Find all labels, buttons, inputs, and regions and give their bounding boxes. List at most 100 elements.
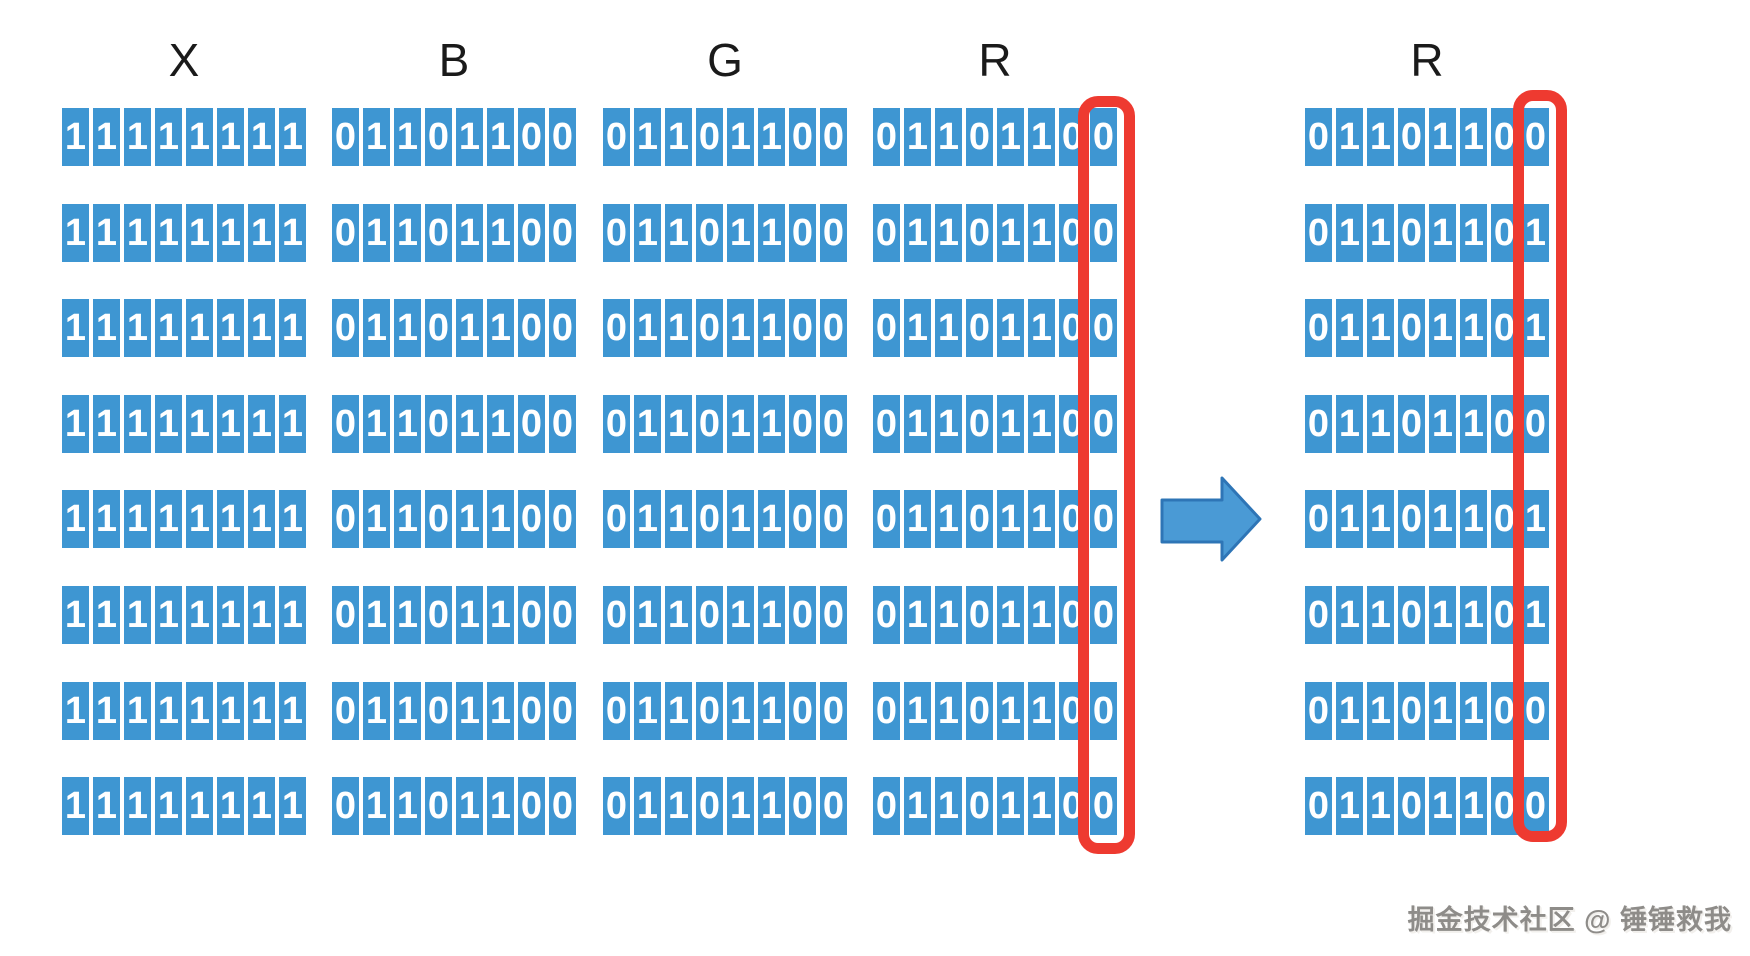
bit-cell: 1 [1460, 777, 1487, 836]
bit-cell: 0 [1522, 394, 1549, 453]
bit-cell: 0 [873, 108, 900, 166]
bit-cell: 1 [62, 203, 89, 262]
bit-cell: 1 [155, 394, 182, 453]
bit-cell: 0 [820, 394, 847, 453]
bit-cell: 1 [1367, 394, 1394, 453]
bit-cell: 1 [394, 108, 421, 166]
bit-cell: 0 [518, 203, 545, 262]
bit-cell: 1 [124, 203, 151, 262]
bit-cell: 0 [966, 203, 993, 262]
column-header-r-before: R [978, 34, 1012, 86]
bit-cell: 1 [727, 490, 754, 549]
bit-cell: 1 [1522, 299, 1549, 358]
bit-cell: 1 [634, 299, 661, 358]
bit-cell: 1 [279, 490, 306, 549]
bit-cell: 1 [634, 681, 661, 740]
bit-cell: 1 [1367, 681, 1394, 740]
bit-cell: 1 [248, 681, 275, 740]
bit-cell: 0 [518, 108, 545, 166]
bit-cell: 1 [279, 299, 306, 358]
bit-cell: 0 [332, 777, 359, 836]
transform-arrow-right-icon [1160, 476, 1262, 562]
bit-cell: 0 [820, 681, 847, 740]
bit-cell: 1 [93, 777, 120, 836]
bit-cell: 0 [1522, 777, 1549, 836]
bit-cell: 1 [1460, 203, 1487, 262]
bit-cell: 1 [363, 299, 390, 358]
bit-cell: 0 [789, 777, 816, 836]
bit-cell: 1 [394, 203, 421, 262]
bit-cell: 1 [487, 299, 514, 358]
bit-cell: 1 [997, 681, 1024, 740]
bit-cell: 0 [696, 490, 723, 549]
bit-cell: 1 [1336, 681, 1363, 740]
bit-cell: 1 [394, 299, 421, 358]
bit-cell: 0 [1090, 490, 1117, 549]
column-header-x: X [168, 34, 200, 86]
bit-cell: 1 [155, 681, 182, 740]
bit-cell: 1 [1367, 490, 1394, 549]
bit-cell: 0 [425, 203, 452, 262]
bit-cell: 1 [217, 299, 244, 358]
bit-cell: 1 [758, 681, 785, 740]
bit-cell: 1 [1336, 777, 1363, 836]
bit-cell: 1 [727, 299, 754, 358]
bit-cell: 1 [93, 394, 120, 453]
bit-cell: 1 [904, 394, 931, 453]
bit-cell: 0 [603, 203, 630, 262]
bit-cell: 0 [332, 681, 359, 740]
bit-cell: 0 [1090, 394, 1117, 453]
lsb-highlight-box-before [1078, 96, 1135, 854]
bit-cell: 1 [935, 394, 962, 453]
bit-cell: 1 [935, 203, 962, 262]
bit-cell: 1 [665, 394, 692, 453]
bit-cell: 1 [217, 777, 244, 836]
bit-cell: 0 [789, 490, 816, 549]
bit-cell: 0 [603, 681, 630, 740]
bit-cell: 0 [1305, 203, 1332, 262]
bit-cell: 1 [935, 681, 962, 740]
bit-cell: 0 [518, 681, 545, 740]
column-header-r-after: R [1410, 34, 1444, 86]
bit-cell: 0 [1090, 108, 1117, 166]
bit-cell: 1 [935, 299, 962, 358]
bit-cell: 1 [186, 299, 213, 358]
bit-cell: 1 [363, 777, 390, 836]
bit-cell: 1 [279, 777, 306, 836]
bit-cell: 1 [1460, 681, 1487, 740]
bit-cell: 1 [997, 777, 1024, 836]
bit-cell: 1 [124, 299, 151, 358]
bit-cell: 1 [758, 299, 785, 358]
bit-cell: 1 [363, 585, 390, 644]
bit-cell: 1 [93, 490, 120, 549]
bit-cell: 0 [425, 585, 452, 644]
bit-cell: 1 [62, 777, 89, 836]
column-header-b: B [438, 34, 470, 86]
bit-cell: 0 [696, 203, 723, 262]
bit-cell: 1 [279, 681, 306, 740]
bit-cell: 0 [789, 585, 816, 644]
bit-cell: 1 [1028, 490, 1055, 549]
bit-cell: 1 [487, 777, 514, 836]
column-header-g: G [707, 34, 743, 86]
bit-cell: 0 [425, 299, 452, 358]
bit-cell: 1 [634, 203, 661, 262]
bit-cell: 0 [873, 490, 900, 549]
bit-cell: 1 [186, 394, 213, 453]
bit-cell: 1 [93, 108, 120, 166]
bit-cell: 1 [93, 585, 120, 644]
bit-cell: 1 [904, 203, 931, 262]
bit-cell: 1 [665, 585, 692, 644]
bit-cell: 0 [1522, 681, 1549, 740]
bit-cell: 1 [727, 681, 754, 740]
bit-cell: 1 [217, 490, 244, 549]
bit-cell: 0 [696, 394, 723, 453]
